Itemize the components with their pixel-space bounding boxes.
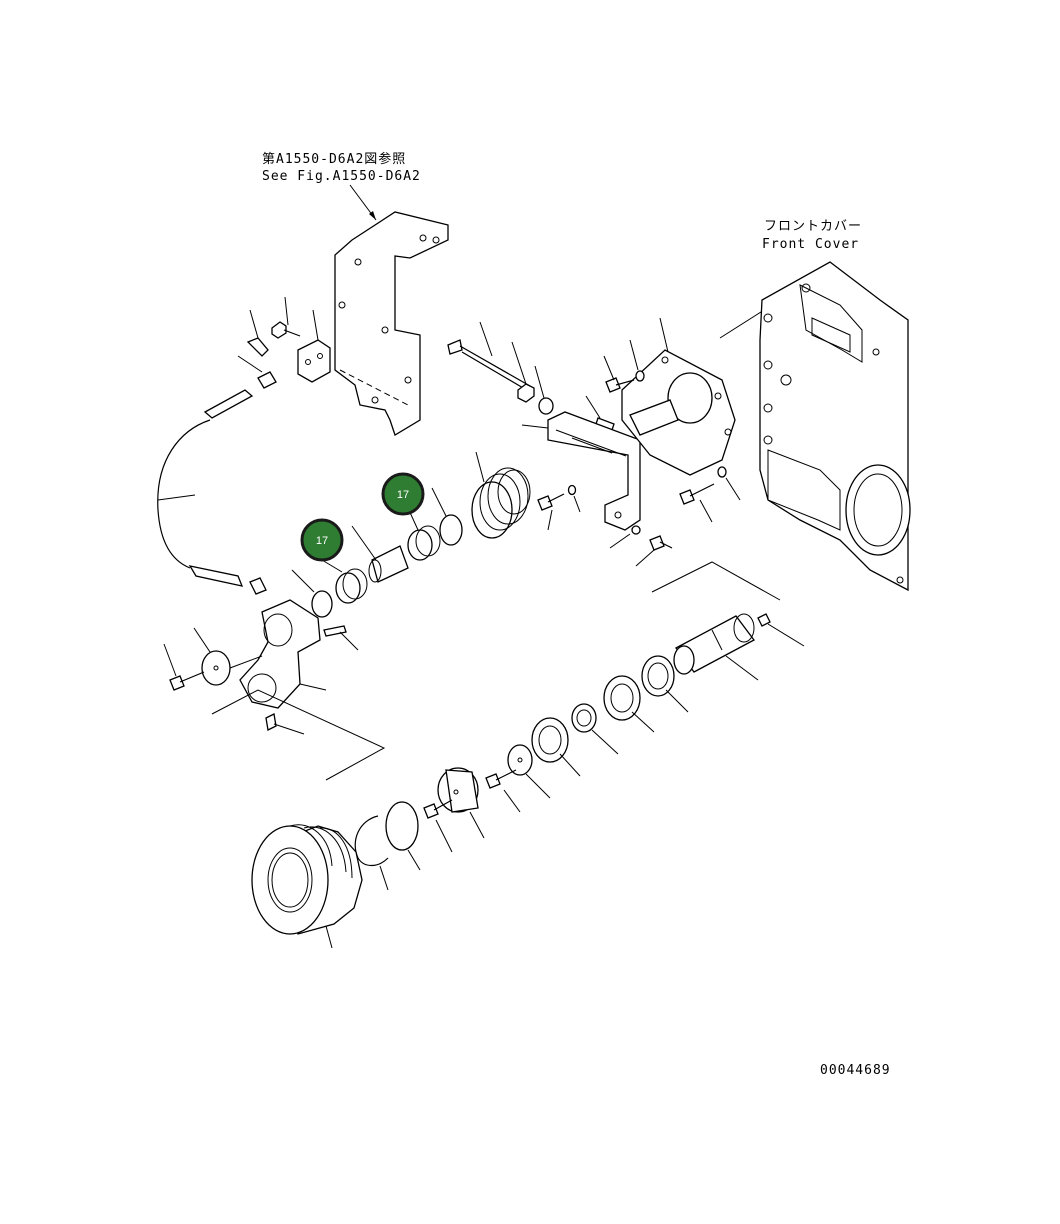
snap-ring-upper [431, 487, 463, 546]
washer-upper [629, 339, 645, 382]
front-cover-label-jp: フロントカバー [764, 219, 862, 234]
spacer-ring [571, 703, 619, 755]
washer-right [717, 466, 741, 501]
dust-cover [385, 801, 421, 871]
bolt-right [679, 483, 715, 523]
bearing-outer [603, 675, 655, 733]
pulley-shaft [673, 613, 759, 681]
bolt-upper [603, 355, 635, 393]
bolt-low [635, 535, 673, 567]
leader-line [249, 309, 259, 339]
bushing-lower [321, 559, 368, 604]
bolt-cap [423, 799, 453, 853]
leader-line [312, 309, 319, 341]
spacer [534, 365, 554, 415]
reference-label-en: See Fig.A1550-D6A2 [262, 169, 421, 184]
callout-17-lower[interactable]: 17 [300, 518, 344, 562]
bracket [334, 211, 449, 436]
callout-17-upper-label: 17 [397, 489, 409, 501]
bushing-upper [407, 507, 441, 561]
bolt-retainer [485, 769, 521, 813]
elbow-fitting [246, 337, 269, 357]
pulley [251, 824, 363, 949]
grease-fitting [249, 577, 305, 735]
reference-arrowhead [369, 211, 376, 220]
sensor-block [297, 339, 331, 383]
tensioner-arm [239, 599, 359, 709]
spring [471, 451, 531, 539]
oil-seal [641, 655, 689, 713]
pulley-cap [437, 767, 485, 839]
leader-line [237, 355, 263, 373]
assembly-bracket-line [651, 561, 781, 601]
bolt-mid [537, 493, 565, 531]
callout-17-lower-label: 17 [316, 535, 328, 547]
callout-17-lower-marker [300, 518, 344, 562]
retaining-snap-ring [354, 815, 389, 891]
washer-low [609, 525, 641, 549]
bolt-arm [163, 643, 205, 691]
hose [157, 389, 254, 587]
callout-17-upper-marker [381, 472, 425, 516]
front-cover-label-en: Front Cover [762, 237, 859, 252]
shaft-bolt [757, 613, 805, 647]
assembly-bracket-line [211, 689, 386, 781]
tensioner-bracket [521, 411, 641, 531]
retainer-plate [507, 744, 551, 799]
snap-ring-lower [291, 569, 333, 618]
callout-17-upper[interactable]: 17 [381, 472, 425, 516]
nut [511, 341, 535, 403]
leader-line [284, 296, 289, 326]
connector-fitting [257, 371, 277, 389]
bearing-inner [531, 717, 581, 777]
figure-number: 00044689 [820, 1063, 891, 1078]
gear-case [621, 317, 736, 476]
front-cover [719, 261, 911, 592]
plate-washer [193, 627, 263, 686]
reference-label-jp: 第A1550-D6A2図参照 [262, 151, 406, 167]
long-bolt [447, 321, 531, 393]
pivot-shaft [351, 525, 409, 583]
washer-mid [567, 484, 581, 513]
bolt-small [271, 321, 301, 339]
